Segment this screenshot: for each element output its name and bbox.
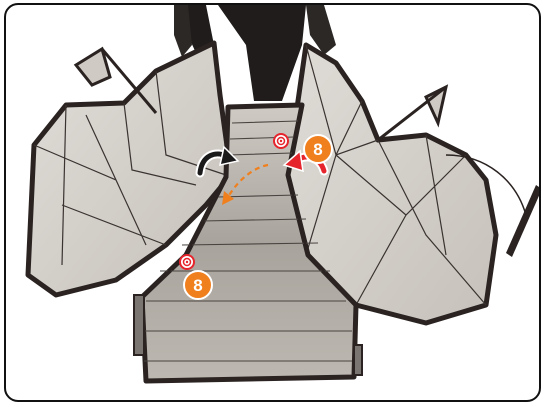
cargo-liner-illustration: 8 8 <box>25 5 539 384</box>
step-badge-2: 8 <box>183 270 213 300</box>
cargo-floor <box>133 102 363 384</box>
left-side-flap <box>25 40 234 298</box>
illustration-frame: 8 8 <box>4 3 541 402</box>
step-badge-1-number: 8 <box>313 140 322 159</box>
step-badge-2-number: 8 <box>193 276 202 295</box>
dashed-motion-arrow-icon <box>222 163 269 205</box>
step-badge-1: 8 <box>303 134 333 164</box>
tether-strap <box>445 154 539 257</box>
attachment-point-target-icon <box>273 133 289 149</box>
attachment-point-target-icon <box>179 254 195 270</box>
curved-arrow-fold-icon <box>195 145 240 178</box>
